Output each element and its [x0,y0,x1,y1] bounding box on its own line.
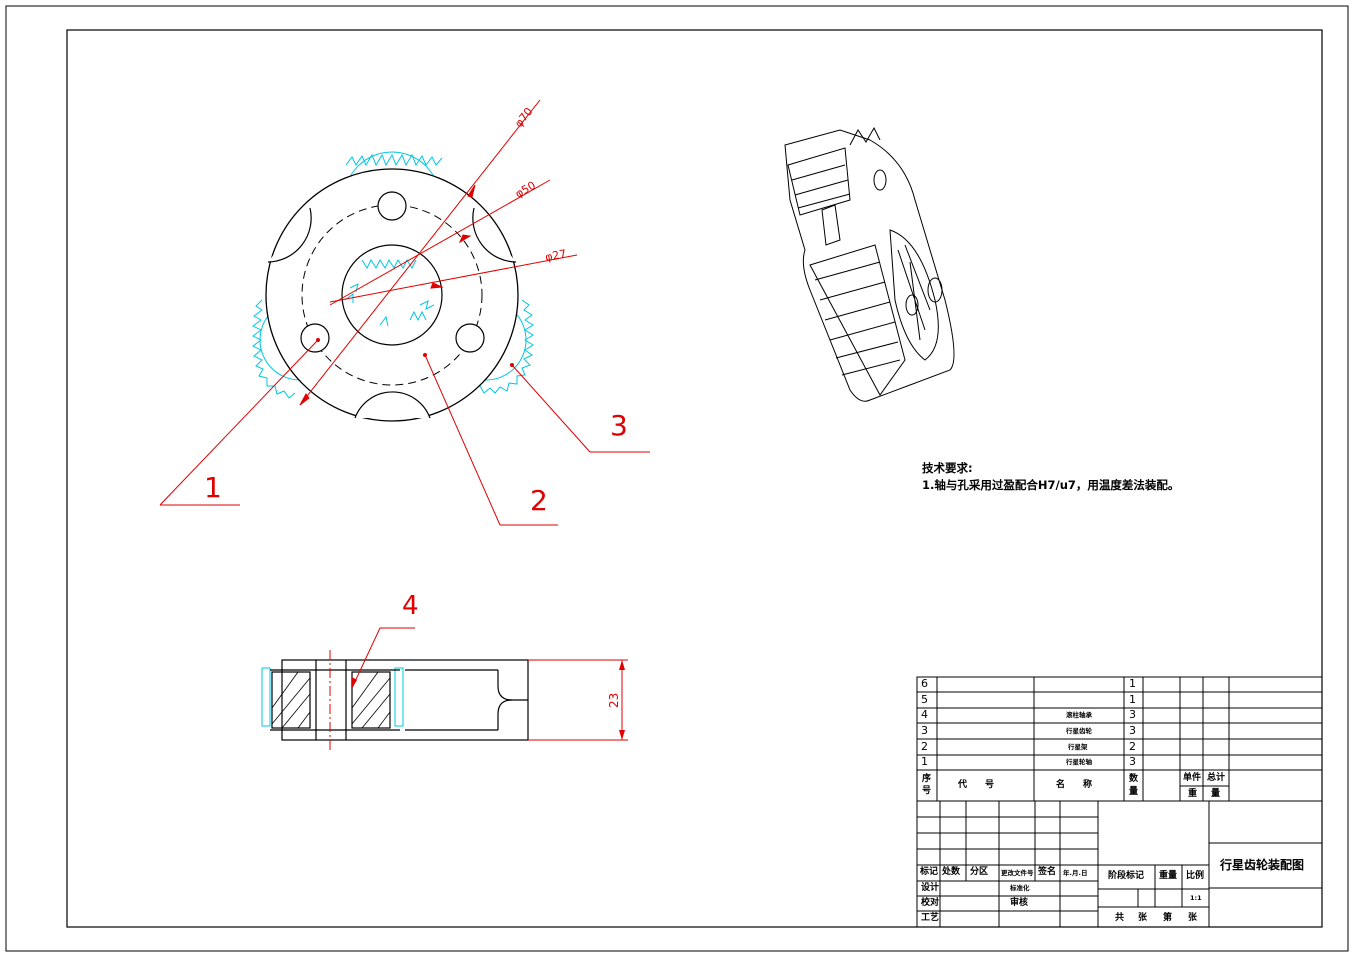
bom-row-name: 滚柱轴承 [1066,711,1092,719]
bom-header-unit: 单件 [1183,773,1202,783]
bom-header-seq: 号 [922,786,932,796]
bom-row-qty: 3 [1129,708,1136,721]
balloon-1: 1 [204,471,222,504]
balloon-3: 3 [610,409,628,442]
title-block [916,800,1323,928]
tb-scale: 比例 [1186,871,1205,881]
tb-weight: 重量 [1159,871,1178,881]
tb-sheets-unit: 张 [1138,913,1148,923]
bom-header-name: 名 称 [1056,780,1093,790]
tb-change-doc: 更改文件号 [1001,869,1034,877]
bom-header-seq: 序 [922,774,932,784]
bom-row-qty: 3 [1129,755,1136,768]
balloon-4: 4 [402,591,419,621]
tech-req-title: 技术要求: [922,461,973,475]
bom-row-qty: 1 [1129,693,1136,706]
bom-row-name: 行星齿轮 [1066,727,1092,735]
bom-header-qty: 数 [1129,774,1139,784]
dim-height: 23 [607,693,621,708]
bom-row-name: 行星轮轴 [1066,758,1092,766]
tb-scale-value: 1:1 [1190,894,1202,902]
section-view: 23 4 [261,591,628,750]
tb-design: 设计 [921,883,940,893]
front-view: φ70 φ50 φ27 1 2 3 [159,99,650,526]
tb-sheets-total: 共 [1115,913,1125,923]
tb-sign: 签名 [1038,867,1057,877]
bom-header-qty: 量 [1129,787,1139,797]
bom-row-no: 5 [921,693,928,706]
tb-count: 处数 [942,867,961,877]
dim-d27: φ27 [544,247,567,264]
bom-row-no: 1 [921,755,928,768]
tb-check: 校对 [921,898,940,908]
inner-border [66,29,1323,928]
bom-row-no: 6 [921,677,928,690]
bom-header-code: 代 号 [958,780,995,790]
bom-header-total: 量 [1211,789,1221,799]
bom-row-no: 3 [921,724,928,737]
drawing-title: 行星齿轮装配图 [1220,858,1305,872]
dim-d70: φ70 [512,105,535,130]
balloon-2: 2 [530,484,548,517]
isometric-view [784,126,955,402]
tb-standardize: 标准化 [1010,884,1030,892]
tb-mark: 标记 [920,867,939,877]
tech-req-line1: 1.轴与孔采用过盈配合H7/u7，用温度差法装配。 [922,478,1180,492]
outer-border [5,5,1349,952]
tb-zone: 分区 [970,867,989,877]
bom-header-total: 总计 [1207,773,1226,783]
bom-row-no: 4 [921,708,928,721]
pin-hole-top [377,191,407,221]
tb-review: 审核 [1010,898,1029,908]
pin-hole-right [455,323,485,353]
bom-row-name: 行星架 [1068,743,1088,751]
bom-row-no: 2 [921,740,928,753]
bom-header-unit: 重 [1188,789,1198,799]
dim-d50: φ50 [513,179,538,201]
tb-sheets-nth: 第 [1163,913,1173,923]
tb-sheets-unit: 张 [1188,913,1198,923]
tb-date: 年.月.日 [1063,869,1088,877]
tb-stage-mark: 阶段标记 [1108,871,1145,881]
bom-row-qty: 1 [1129,677,1136,690]
tb-process: 工艺 [921,913,940,923]
bom-row-qty: 3 [1129,724,1136,737]
pin-hole-left [300,323,330,353]
bore [341,244,443,346]
bom-row-qty: 2 [1129,740,1136,753]
